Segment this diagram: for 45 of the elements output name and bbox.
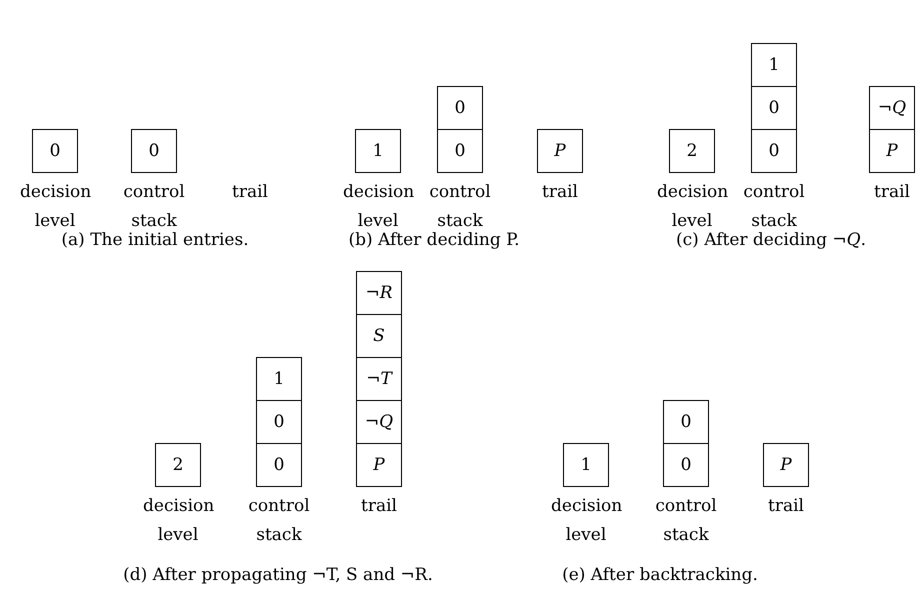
stack-entry: ¬Q [356, 400, 402, 444]
stack-entry: 0 [437, 86, 483, 130]
stack-entry: 2 [669, 129, 715, 173]
stack-entry: 1 [256, 357, 302, 401]
stack-entry: P [763, 443, 809, 487]
column-label: trail [767, 495, 805, 518]
stack-entry: 0 [663, 443, 709, 487]
column-label: trail [231, 181, 269, 204]
column-label: decision level [657, 181, 727, 232]
stack-entry: 1 [355, 129, 401, 173]
stack-entry: 0 [131, 129, 177, 173]
column-label: control stack [247, 495, 311, 547]
column-label: decision level [551, 495, 621, 547]
stack-entry: ¬T [356, 357, 402, 401]
subfigure-caption: (a) The initial entries. [60, 230, 250, 250]
stack-entry: 0 [256, 400, 302, 444]
column-label: trail [541, 181, 579, 204]
stack-entry: P [869, 129, 915, 173]
column-label: control stack [654, 495, 718, 547]
stack-entry: 1 [563, 443, 609, 487]
subfigure-caption: (b) After deciding P. [347, 230, 521, 250]
stack-entry: P [537, 129, 583, 173]
column-label: decision level [143, 495, 213, 547]
subfigure-caption: (e) After backtracking. [561, 565, 759, 585]
column-label: control stack [428, 181, 492, 232]
subfigure-caption: (c) After deciding ¬Q. [675, 230, 867, 250]
column-label: trail [360, 495, 398, 518]
stack-entry: 0 [751, 86, 797, 130]
stack-entry: 0 [751, 129, 797, 173]
stack-entry: 0 [663, 400, 709, 444]
stack-entry: 2 [155, 443, 201, 487]
column-label: trail [873, 181, 911, 204]
subfigure-caption: (d) After propagating ¬T, S and ¬R. [122, 565, 434, 585]
stack-entry: 1 [751, 43, 797, 87]
column-label: decision level [20, 181, 90, 232]
column-label: control stack [122, 181, 186, 232]
stack-entry: ¬Q [869, 86, 915, 130]
stack-entry: S [356, 314, 402, 358]
stack-entry: P [356, 443, 402, 487]
stack-entry: 0 [437, 129, 483, 173]
column-label: control stack [742, 181, 806, 232]
stack-entry: 0 [32, 129, 78, 173]
stack-entry: ¬R [356, 271, 402, 315]
stack-entry: 0 [256, 443, 302, 487]
column-label: decision level [343, 181, 413, 232]
